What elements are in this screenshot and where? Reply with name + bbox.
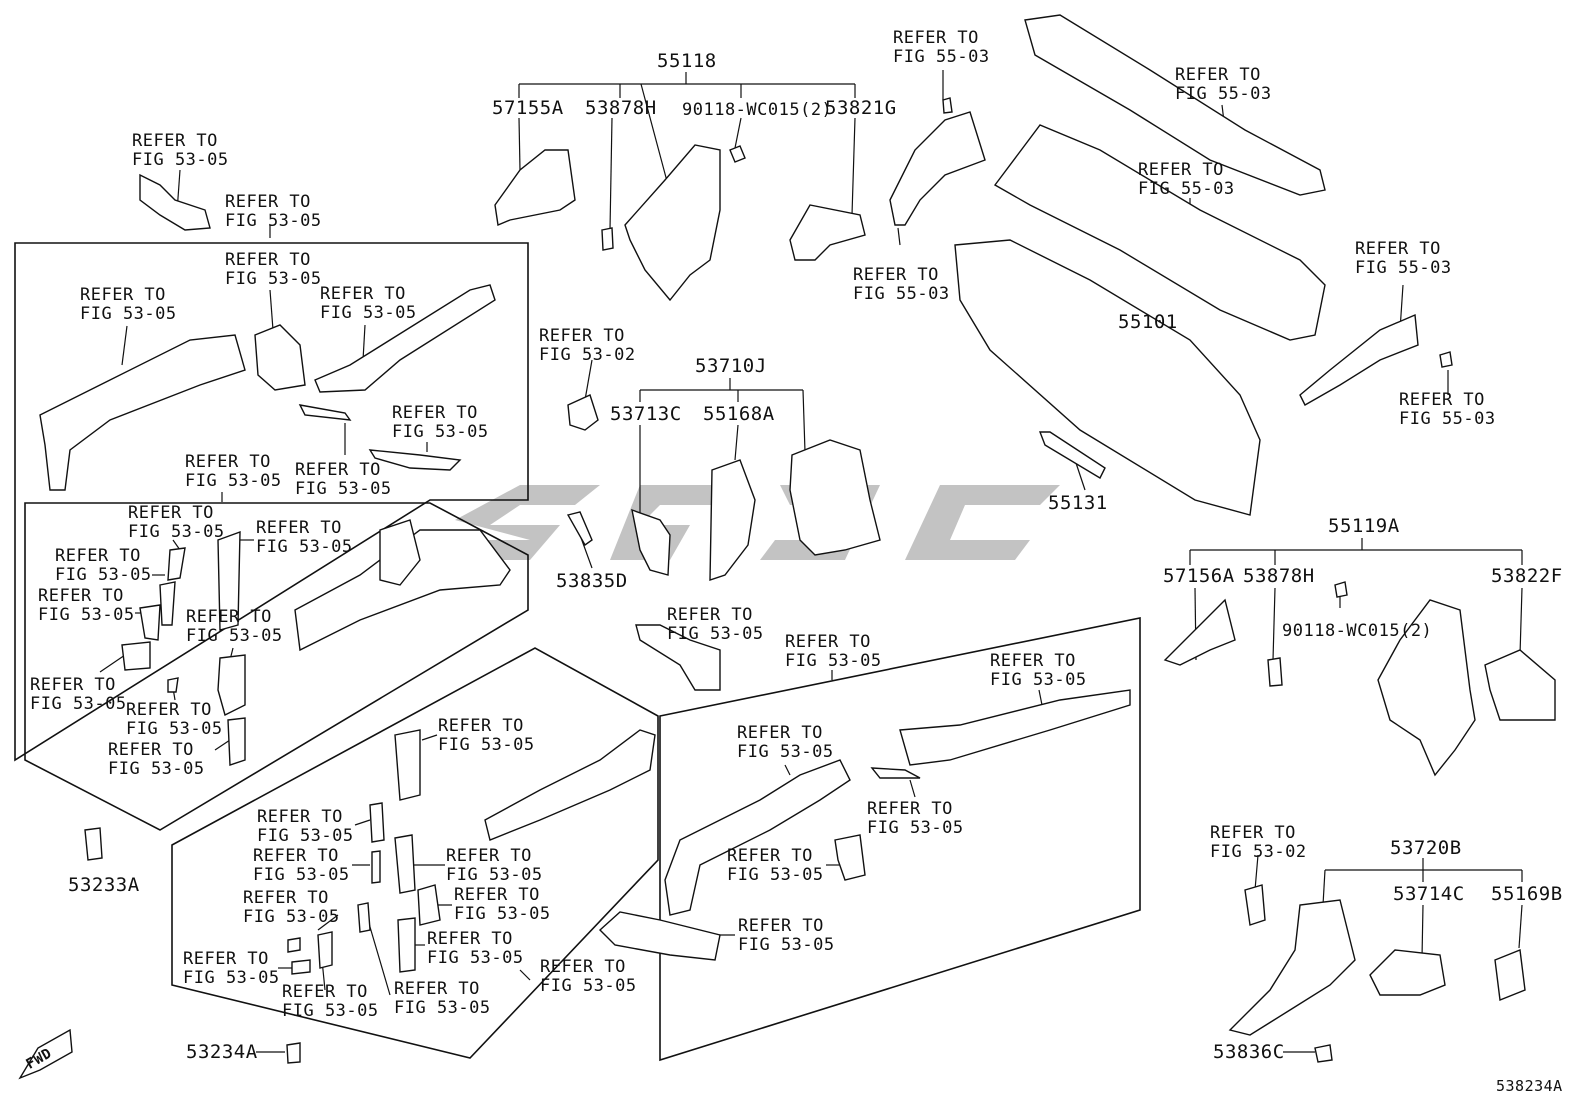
group-box-lower-center: [171, 647, 659, 1059]
refer-label: REFER TO FIG 53-05: [225, 250, 322, 289]
refer-label: REFER TO FIG 53-05: [186, 607, 283, 646]
refer-label: REFER TO FIG 55-03: [893, 28, 990, 67]
refer-label: REFER TO FIG 55-03: [1399, 390, 1496, 429]
group-box-upper-left: [14, 242, 529, 762]
bracket-55118: [518, 72, 856, 231]
refer-label: REFER TO FIG 53-05: [185, 452, 282, 491]
part-number-53234A: 53234A: [186, 1041, 258, 1063]
refer-label: REFER TO FIG 53-05: [295, 460, 392, 499]
part-number-53233A: 53233A: [68, 874, 140, 896]
refer-label: REFER TO FIG 53-05: [30, 675, 127, 714]
part-number-53878H-2: 53878H: [1243, 565, 1315, 587]
part-number-90118-wc015-2: 90118-WC015(2): [1282, 621, 1433, 641]
refer-label: REFER TO FIG 53-05: [256, 518, 353, 557]
refer-label: REFER TO FIG 53-05: [38, 586, 135, 625]
refer-label: REFER TO FIG 55-03: [1175, 65, 1272, 104]
part-number-53821G: 53821G: [825, 97, 897, 119]
part-number-90118-wc015: 90118-WC015(2): [682, 100, 833, 120]
part-number-55118: 55118: [657, 50, 717, 72]
refer-label: REFER TO FIG 53-05: [126, 700, 223, 739]
refer-label: REFER TO FIG 53-05: [446, 846, 543, 885]
part-number-57156A: 57156A: [1163, 565, 1235, 587]
refer-label: REFER TO FIG 53-05: [225, 192, 322, 231]
refer-label: REFER TO FIG 53-05: [785, 632, 882, 671]
refer-label: REFER TO FIG 53-05: [183, 949, 280, 988]
part-number-53878H: 53878H: [585, 97, 657, 119]
refer-label: REFER TO FIG 53-05: [394, 979, 491, 1018]
fwd-arrow-icon: [18, 1028, 73, 1080]
part-number-53835D: 53835D: [556, 570, 628, 592]
refer-label: REFER TO FIG 53-05: [257, 807, 354, 846]
refer-label: REFER TO FIG 53-05: [427, 929, 524, 968]
part-number-53710J: 53710J: [695, 355, 767, 377]
part-number-53720B: 53720B: [1390, 837, 1462, 859]
diagram-id: 538234A: [1496, 1077, 1563, 1095]
refer-label: REFER TO FIG 53-05: [282, 982, 379, 1021]
refer-label: REFER TO FIG 53-05: [438, 716, 535, 755]
part-shapes: [18, 14, 1556, 1080]
refer-label: REFER TO FIG 53-05: [737, 723, 834, 762]
bracket-53720B: [1322, 858, 1523, 959]
refer-label: REFER TO FIG 53-05: [243, 888, 340, 927]
part-number-53822F: 53822F: [1491, 565, 1563, 587]
part-number-55131: 55131: [1048, 492, 1108, 514]
refer-label: REFER TO FIG 53-02: [1210, 823, 1307, 862]
refer-label: REFER TO FIG 53-05: [667, 605, 764, 644]
refer-label: REFER TO FIG 53-05: [540, 957, 637, 996]
part-number-55101: 55101: [1118, 311, 1178, 333]
part-number-55168A: 55168A: [703, 403, 775, 425]
refer-label: REFER TO FIG 53-05: [738, 916, 835, 955]
refer-label: REFER TO FIG 53-05: [990, 651, 1087, 690]
refer-label: REFER TO FIG 53-05: [128, 503, 225, 542]
refer-label: REFER TO FIG 53-05: [80, 285, 177, 324]
refer-label: REFER TO FIG 53-05: [320, 284, 417, 323]
refer-label: REFER TO FIG 53-05: [727, 846, 824, 885]
refer-label: REFER TO FIG 53-05: [454, 885, 551, 924]
refer-label: REFER TO FIG 55-03: [1355, 239, 1452, 278]
refer-label: REFER TO FIG 53-05: [392, 403, 489, 442]
part-number-53836C: 53836C: [1213, 1041, 1285, 1063]
group-box-middle-left: [24, 502, 529, 831]
watermark-logo: [450, 485, 1060, 560]
refer-label: REFER TO FIG 55-03: [853, 265, 950, 304]
refer-label: REFER TO FIG 53-05: [55, 546, 152, 585]
bracket-53710J: [639, 378, 806, 520]
refer-label: REFER TO FIG 55-03: [1138, 160, 1235, 199]
refer-label: REFER TO FIG 53-05: [867, 799, 964, 838]
part-number-53714C: 53714C: [1393, 883, 1465, 905]
part-number-53713C: 53713C: [610, 403, 682, 425]
refer-label: REFER TO FIG 53-05: [253, 846, 350, 885]
part-number-57155A: 57155A: [492, 97, 564, 119]
part-number-55119A: 55119A: [1328, 515, 1400, 537]
refer-label: REFER TO FIG 53-02: [539, 326, 636, 365]
refer-label: REFER TO FIG 53-05: [108, 740, 205, 779]
refer-label: REFER TO FIG 53-05: [132, 131, 229, 170]
part-number-55169B: 55169B: [1491, 883, 1563, 905]
